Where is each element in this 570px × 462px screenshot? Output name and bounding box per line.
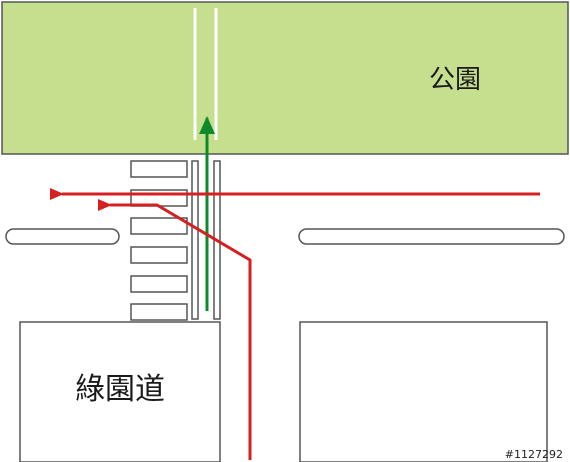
crosswalk-stripe (130, 160, 188, 178)
watermark: #1127292 (505, 448, 563, 461)
bike-lane-bar-left (191, 160, 199, 320)
crosswalk-stripe (130, 217, 188, 235)
red-route-arrow-turn (98, 199, 252, 460)
building-block-right (299, 321, 548, 462)
greenway-block (19, 321, 221, 462)
crosswalk-stripe (130, 303, 188, 321)
park-block (1, 1, 569, 155)
crosswalk-stripe (130, 275, 188, 293)
crosswalk-stripe (130, 246, 188, 264)
median-right (298, 228, 565, 245)
median-left (5, 228, 120, 245)
park-label: 公園 (429, 65, 481, 95)
crosswalk (130, 160, 188, 321)
greenway-label: 綠園道 (75, 372, 165, 407)
